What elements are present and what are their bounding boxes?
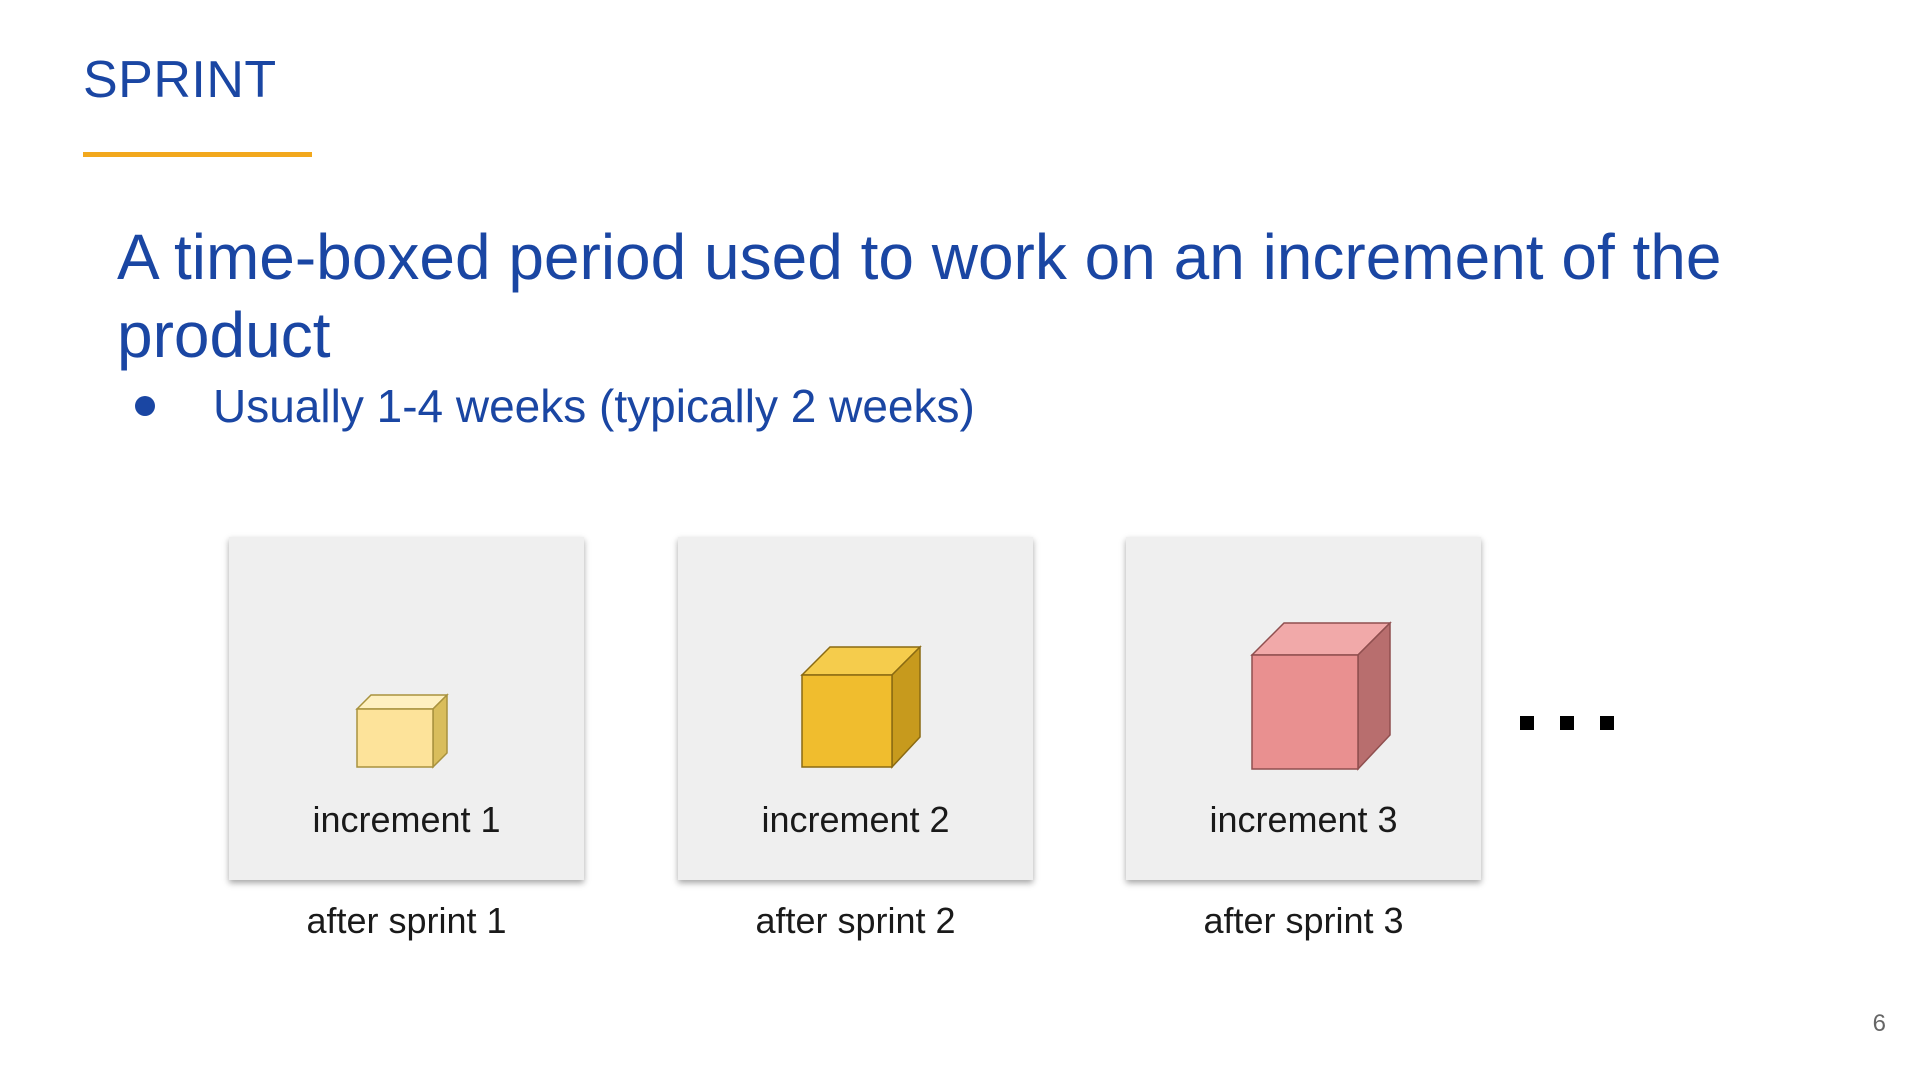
medium-cube-icon	[800, 645, 922, 769]
small-cube-icon	[355, 693, 449, 769]
slide-title: SPRINT	[83, 51, 277, 109]
increment-card-2: increment 2	[678, 537, 1033, 880]
page-number: 6	[1872, 1010, 1886, 1037]
increment-label: increment 2	[761, 799, 950, 840]
increment-label: increment 1	[312, 799, 501, 840]
slide-heading: A time-boxed period used to work on an i…	[117, 221, 1722, 371]
bullet-item: Usually 1-4 weeks (typically 2 weeks)	[135, 378, 975, 434]
sprint-caption: after sprint 1	[306, 900, 507, 941]
bullet-icon	[135, 396, 155, 416]
sprint-caption: after sprint 3	[1203, 900, 1404, 941]
title-underline	[83, 152, 312, 157]
increment-card-1: increment 1	[229, 537, 584, 880]
sprint-caption: after sprint 2	[755, 900, 956, 941]
large-cube-icon	[1250, 621, 1392, 771]
ellipsis-icon	[1520, 716, 1614, 730]
increment-card-3: increment 3	[1126, 537, 1481, 880]
increment-label: increment 3	[1209, 799, 1398, 840]
bullet-text: Usually 1-4 weeks (typically 2 weeks)	[213, 380, 975, 432]
